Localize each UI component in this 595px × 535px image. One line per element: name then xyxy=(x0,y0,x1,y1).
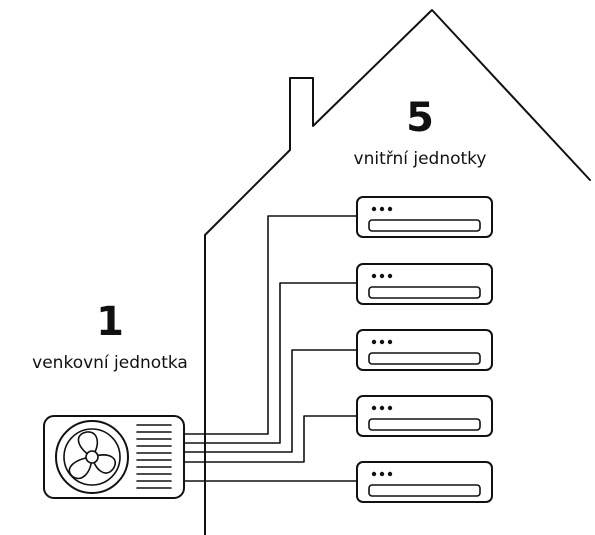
house-outline xyxy=(204,9,591,535)
indoor-unit-5 xyxy=(356,461,493,503)
indoor-unit-3 xyxy=(356,329,493,371)
outdoor-count: 1 xyxy=(96,299,124,345)
pipe-4 xyxy=(183,415,358,463)
indoor-unit-4 xyxy=(356,395,493,437)
outdoor-unit xyxy=(43,415,185,499)
indoor-unit-1 xyxy=(356,196,493,238)
indoor-count: 5 xyxy=(406,95,434,141)
pipe-1 xyxy=(183,215,358,435)
pipe-2 xyxy=(183,282,358,444)
indoor-label: vnitřní jednotky xyxy=(353,149,487,169)
fan-icon xyxy=(68,431,116,480)
pipe-3 xyxy=(183,349,358,453)
outdoor-label: venkovní jednotka xyxy=(32,353,188,373)
indoor-unit-2 xyxy=(356,263,493,305)
